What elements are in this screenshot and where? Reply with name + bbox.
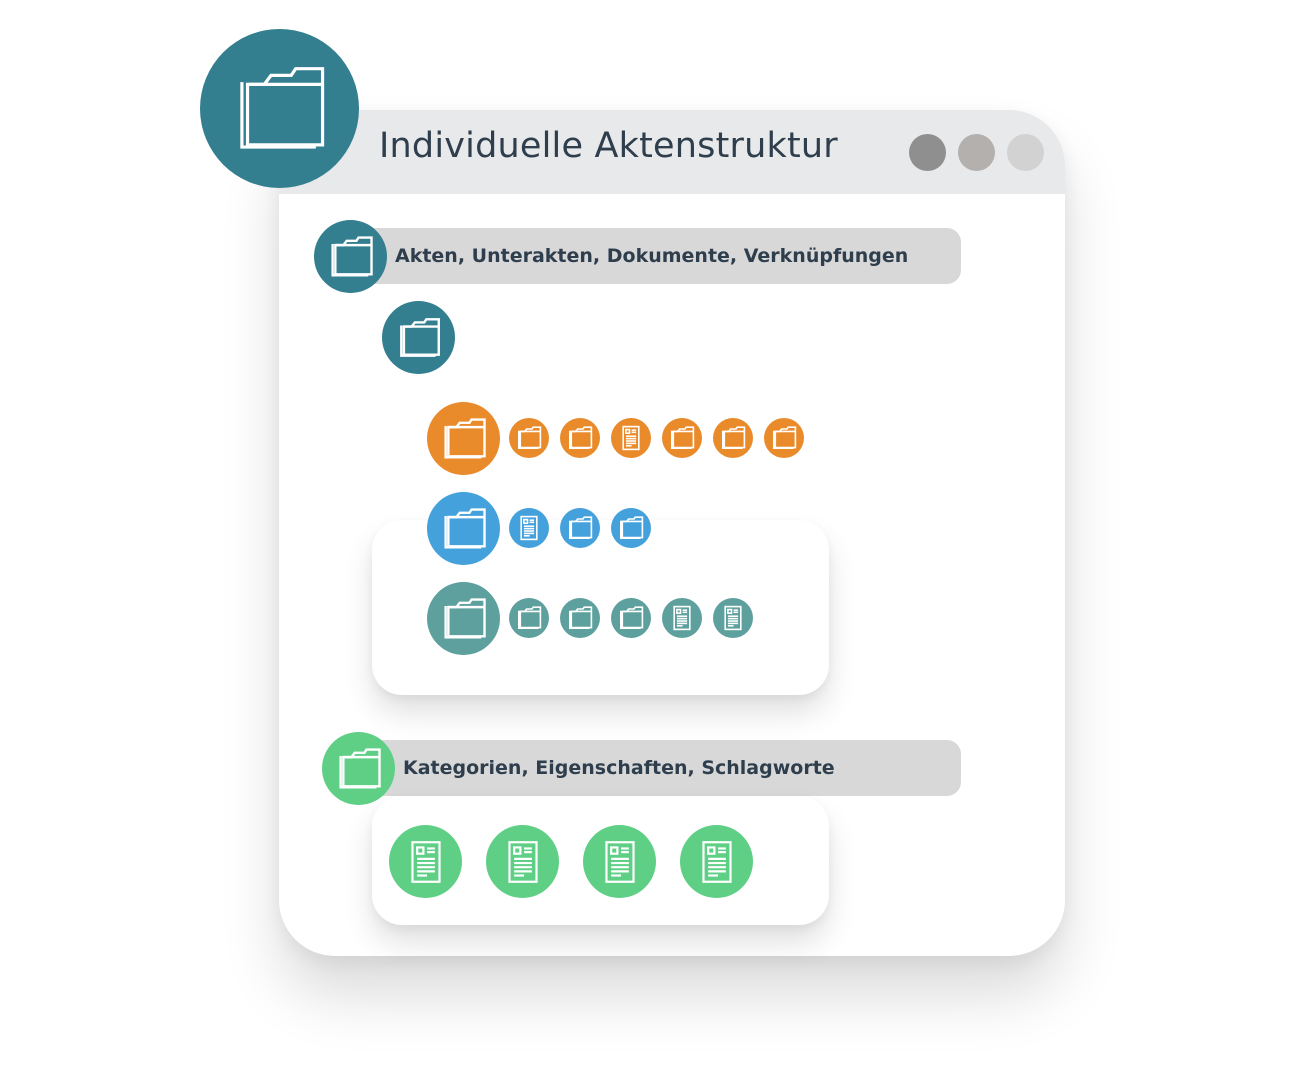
document-icon [514, 513, 544, 543]
category-folder-badge[interactable] [322, 732, 395, 805]
folder-icon [393, 312, 445, 364]
document-icon [594, 836, 646, 888]
child-node[interactable] [662, 598, 702, 638]
child-node[interactable] [764, 418, 804, 458]
child-node[interactable] [560, 508, 600, 548]
window-dot-mid[interactable] [958, 134, 995, 171]
root-folder-node[interactable] [382, 301, 455, 374]
folder-icon [437, 592, 491, 646]
folder-icon [565, 603, 595, 633]
section-folder-badge[interactable] [314, 220, 387, 293]
child-node[interactable] [713, 598, 753, 638]
child-node[interactable] [560, 598, 600, 638]
window-title: Individuelle Aktenstruktur [379, 126, 838, 166]
folder-icon [332, 742, 386, 796]
folder-icon [616, 513, 646, 543]
folder-icon [667, 423, 697, 453]
document-icon [400, 836, 452, 888]
folder-icon [718, 423, 748, 453]
folder-icon [324, 230, 378, 284]
folder-icon [565, 423, 595, 453]
subfolder-node[interactable] [427, 402, 500, 475]
document-icon [691, 836, 743, 888]
child-node[interactable] [509, 598, 549, 638]
child-node[interactable] [509, 508, 549, 548]
window-dot-dark[interactable] [909, 134, 946, 171]
section-label: Kategorien, Eigenschaften, Schlagworte [403, 757, 835, 779]
folder-icon [769, 423, 799, 453]
child-node[interactable] [611, 418, 651, 458]
app-folder-badge [200, 29, 359, 188]
folder-icon [514, 423, 544, 453]
title-bar: Individuelle Aktenstruktur [279, 110, 1065, 194]
child-node[interactable] [713, 418, 753, 458]
child-node[interactable] [662, 418, 702, 458]
document-icon [718, 603, 748, 633]
category-item[interactable] [486, 825, 559, 898]
folder-icon [514, 603, 544, 633]
category-item[interactable] [389, 825, 462, 898]
subfolder-node[interactable] [427, 492, 500, 565]
folder-icon [565, 513, 595, 543]
category-item[interactable] [583, 825, 656, 898]
category-item[interactable] [680, 825, 753, 898]
folder-icon [437, 412, 491, 466]
section-label: Akten, Unterakten, Dokumente, Verknüpfun… [395, 245, 909, 267]
subfolder-node[interactable] [427, 582, 500, 655]
folder-icon [224, 53, 336, 165]
folder-icon [616, 603, 646, 633]
document-icon [616, 423, 646, 453]
section-bar-categories[interactable]: Kategorien, Eigenschaften, Schlagworte [360, 740, 961, 796]
folder-icon [437, 502, 491, 556]
section-bar-files[interactable]: Akten, Unterakten, Dokumente, Verknüpfun… [350, 228, 961, 284]
document-icon [497, 836, 549, 888]
child-node[interactable] [509, 418, 549, 458]
document-icon [667, 603, 697, 633]
window-dot-light[interactable] [1007, 134, 1044, 171]
child-node[interactable] [611, 598, 651, 638]
child-node[interactable] [611, 508, 651, 548]
child-node[interactable] [560, 418, 600, 458]
